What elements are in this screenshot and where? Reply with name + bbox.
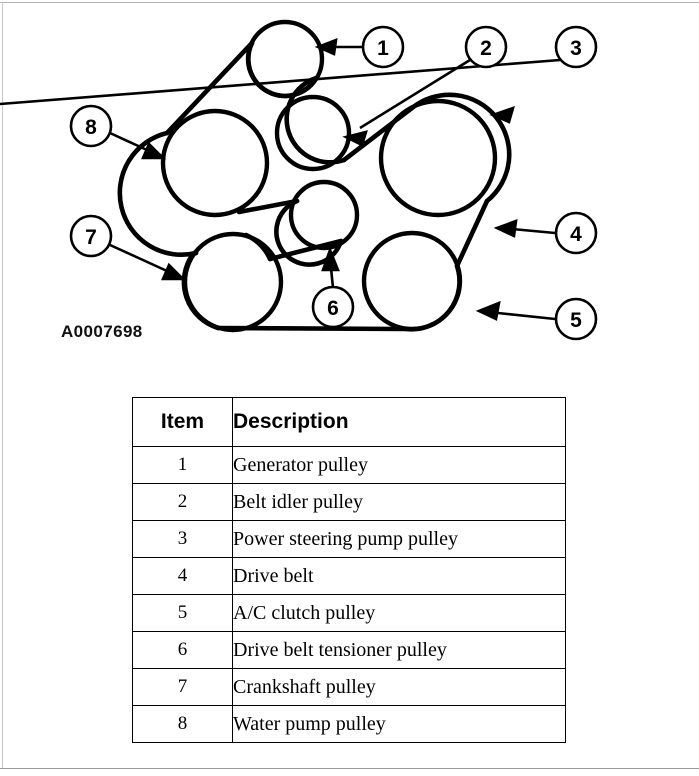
arrowhead-8 [141, 141, 167, 160]
arrowhead-4 [493, 219, 518, 238]
leader-line-2 [359, 58, 471, 130]
row-item-description: Generator pulley [232, 446, 566, 484]
callout-circle-6[interactable] [311, 285, 355, 329]
page-rule-bottom [0, 768, 699, 769]
legend-table: Item Description 1 Generator pulley 2 Be… [132, 397, 566, 743]
leader-line-5 [497, 311, 556, 321]
row-item-number: 7 [132, 668, 233, 706]
callout-label-8: 8 [85, 116, 97, 139]
callout-8[interactable]: 8 [69, 104, 113, 148]
table-row: 5 A/C clutch pulley [132, 594, 566, 632]
drive-belt-tensioner-pulley [288, 179, 360, 251]
page-rule-left [2, 2, 3, 768]
table-row: 4 Drive belt [132, 557, 566, 595]
row-item-number: 2 [132, 483, 233, 521]
row-item-number: 6 [132, 631, 233, 669]
callout-label-4: 4 [570, 223, 582, 246]
row-item-number: 4 [132, 557, 233, 595]
leader-line-4 [511, 227, 556, 235]
callout-6[interactable]: 6 [311, 285, 355, 329]
callout-label-3: 3 [570, 37, 582, 60]
row-item-description: A/C clutch pulley [232, 594, 566, 632]
row-item-number: 3 [132, 520, 233, 558]
callout-label-7: 7 [85, 226, 97, 249]
callout-3[interactable]: 3 [554, 25, 598, 69]
callout-circle-3[interactable] [554, 25, 598, 69]
belt-span-waterpump-tensioner [236, 198, 300, 215]
table-row: 7 Crankshaft pulley [132, 668, 566, 706]
callout-circle-5[interactable] [554, 297, 598, 341]
belt-span-tensioner-crank [267, 238, 344, 262]
callout-circle-4[interactable] [554, 211, 598, 255]
belt-span-ac-ps [454, 198, 490, 269]
belt-idler-pulley [274, 94, 352, 172]
drive-belt [117, 40, 512, 332]
callout-7[interactable]: 7 [69, 214, 113, 258]
belt-arc-ac [403, 263, 462, 332]
callout-label-6: 6 [327, 297, 339, 320]
table-row: 8 Water pump pulley [132, 705, 566, 743]
arrowhead-2 [342, 130, 368, 147]
belt-routing-diagram: 1 2 3 4 5 [0, 0, 699, 372]
callout-label-1: 1 [377, 37, 389, 60]
table-row: 6 Drive belt tensioner pulley [132, 631, 566, 669]
arrowhead-1 [314, 37, 338, 56]
table-header-row: Item Description [132, 397, 566, 447]
crankshaft-pulley [182, 231, 284, 333]
row-item-description: Crankshaft pulley [232, 668, 566, 706]
row-item-description: Belt idler pulley [232, 483, 566, 521]
callout-2[interactable]: 2 [464, 25, 508, 69]
column-header-description: Description [232, 397, 566, 447]
leader-line-3 [0, 58, 561, 106]
water-pump-pulley [160, 108, 270, 218]
figure-id-label: A0007698 [61, 322, 143, 341]
belt-routing-svg: 1 2 3 4 5 [0, 19, 598, 341]
callout-circle-7[interactable] [69, 214, 113, 258]
table-body: 1 Generator pulley 2 Belt idler pulley 3… [132, 446, 566, 743]
row-item-description: Water pump pulley [232, 705, 566, 743]
leader-line-7 [109, 243, 168, 273]
row-item-description: Power steering pump pulley [232, 520, 566, 558]
arrowhead-6 [321, 246, 340, 272]
arrowhead-3 [489, 105, 515, 124]
callout-circle-1[interactable] [361, 25, 405, 69]
column-header-item: Item [132, 397, 233, 447]
leader-line-8 [109, 131, 148, 152]
ac-clutch-pulley [361, 230, 463, 332]
generator-pulley [245, 19, 325, 99]
belt-arc-idler [284, 75, 347, 165]
callout-label-5: 5 [570, 309, 582, 332]
callout-1[interactable]: 1 [361, 25, 405, 69]
row-item-description: Drive belt [232, 557, 566, 595]
row-item-description: Drive belt tensioner pulley [232, 631, 566, 669]
leader-line-6 [329, 267, 335, 289]
row-item-number: 1 [132, 446, 233, 484]
arrowhead-5 [475, 300, 501, 321]
callout-circle-2[interactable] [464, 25, 508, 69]
callout-4[interactable]: 4 [554, 211, 598, 255]
page-rule-top [0, 2, 699, 3]
row-item-number: 5 [132, 594, 233, 632]
callout-5[interactable]: 5 [554, 297, 598, 341]
callout-label-2: 2 [480, 37, 492, 60]
callout-circle-8[interactable] [69, 104, 113, 148]
power-steering-pump-pulley [378, 98, 498, 218]
table-row: 3 Power steering pump pulley [132, 520, 566, 558]
belt-arc-waterpump [117, 130, 199, 258]
table-row: 2 Belt idler pulley [132, 483, 566, 521]
arrowhead-7 [161, 262, 187, 281]
row-item-number: 8 [132, 705, 233, 743]
callout-bubbles: 1 2 3 4 5 [69, 25, 598, 341]
table-row: 1 Generator pulley [132, 446, 566, 484]
